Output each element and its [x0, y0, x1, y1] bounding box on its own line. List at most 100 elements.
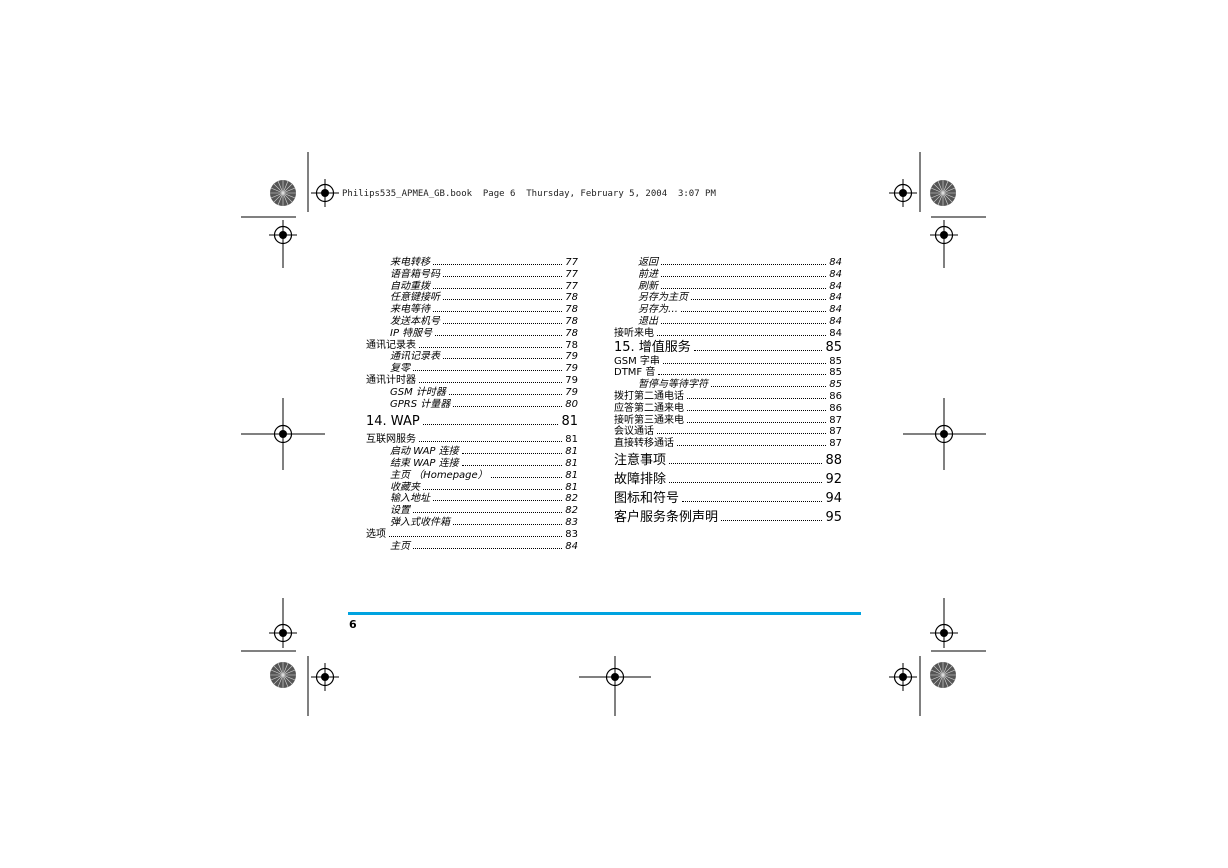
toc-entry[interactable]: 主页 84: [366, 541, 578, 553]
toc-entry[interactable]: 退出 84: [614, 316, 842, 328]
toc-dot-leader: [435, 334, 563, 336]
toc-entry[interactable]: 客户服务条例声明 95: [614, 509, 842, 526]
color-bar-icon: [269, 179, 297, 207]
toc-entry-label: 通讯记录表: [390, 351, 440, 363]
toc-entry-label: 主页 （Homepage）: [390, 469, 488, 481]
toc-entry-page: 78: [565, 339, 578, 351]
registration-mark-icon: [888, 662, 918, 692]
toc-entry-page: 86: [829, 402, 842, 414]
toc-entry-label: GSM 字串: [614, 355, 660, 367]
toc-entry-page: 84: [829, 327, 842, 339]
toc-dot-leader: [681, 311, 827, 313]
toc-dot-leader: [658, 374, 827, 376]
toc-dot-leader: [413, 512, 563, 514]
toc-entry[interactable]: 任意键接听 78: [366, 292, 578, 304]
toc-entry-page: 85: [829, 355, 842, 367]
toc-entry[interactable]: 复零 79: [366, 363, 578, 375]
toc-entry-label: 自动重拨: [390, 280, 430, 292]
toc-entry-page: 88: [825, 452, 842, 468]
toc-entry-label: 通讯计时器: [366, 374, 416, 386]
toc-entry[interactable]: 自动重拨 77: [366, 281, 578, 293]
toc-entry[interactable]: 通讯计时器 79: [366, 375, 578, 387]
toc-dot-leader: [443, 322, 563, 324]
toc-entry[interactable]: 注意事项 88: [614, 452, 842, 469]
toc-dot-leader: [661, 322, 827, 324]
toc-entry-label: 15. 增值服务: [614, 339, 691, 355]
toc-dot-leader: [433, 287, 563, 289]
toc-entry[interactable]: 主页 （Homepage）81: [366, 470, 578, 482]
toc-dot-leader: [448, 393, 563, 395]
toc-entry-label: 任意键接听: [390, 292, 440, 304]
toc-entry-label: 注意事项: [614, 452, 667, 468]
toc-entry-page: 80: [565, 398, 578, 410]
toc-entry-page: 78: [565, 315, 578, 327]
toc-entry-page: 78: [565, 292, 578, 304]
toc-dot-leader: [693, 349, 823, 351]
toc-entry[interactable]: 通讯记录表 79: [366, 351, 578, 363]
toc-entry[interactable]: GSM 字串 85: [614, 356, 842, 368]
toc-entry-label: 启动 WAP 连接: [390, 446, 459, 458]
toc-entry-page: 77: [565, 280, 578, 292]
toc-entry-label: 拨打第二通电话: [614, 390, 684, 402]
toc-entry-label: 前进: [638, 268, 658, 280]
toc-entry-page: 84: [565, 540, 578, 552]
toc-entry-label: 弹入式收件箱: [390, 516, 450, 528]
toc-entry[interactable]: 启动 WAP 连接 81: [366, 446, 578, 458]
toc-entry-label: 发送本机号: [390, 315, 440, 327]
toc-entry-page: 79: [565, 363, 578, 375]
toc-dot-leader: [669, 481, 823, 483]
toc-dot-leader: [490, 476, 563, 478]
toc-entry-label: GSM 计时器: [390, 386, 446, 398]
toc-entry-page: 79: [565, 351, 578, 363]
toc-entry-label: 客户服务条例声明: [614, 509, 719, 525]
toc-entry-page: 81: [565, 481, 578, 493]
registration-mark-icon: [310, 662, 340, 692]
toc-entry-label: 14. WAP: [366, 414, 420, 430]
toc-entry-label: 主页: [390, 540, 410, 552]
toc-entry-label: 直接转移通话: [614, 438, 674, 450]
toc-entry-label: 图标和符号: [614, 490, 680, 506]
toc-entry-label: 复零: [390, 363, 410, 375]
toc-entry[interactable]: 发送本机号 78: [366, 316, 578, 328]
toc-entry[interactable]: 另存为…84: [614, 304, 842, 316]
toc-entry-label: IP 特服号: [390, 327, 433, 339]
toc-entry-page: 79: [565, 374, 578, 386]
toc-entry-page: 81: [565, 446, 578, 458]
toc-entry-label: 退出: [638, 315, 658, 327]
toc-entry-label: 返回: [638, 257, 658, 268]
toc-entry-page: 84: [829, 315, 842, 327]
toc-entry-page: 95: [825, 509, 842, 525]
book-header-line: Philips535_APMEA_GB.book Page 6 Thursday…: [342, 189, 716, 199]
toc-dot-leader: [461, 464, 563, 466]
